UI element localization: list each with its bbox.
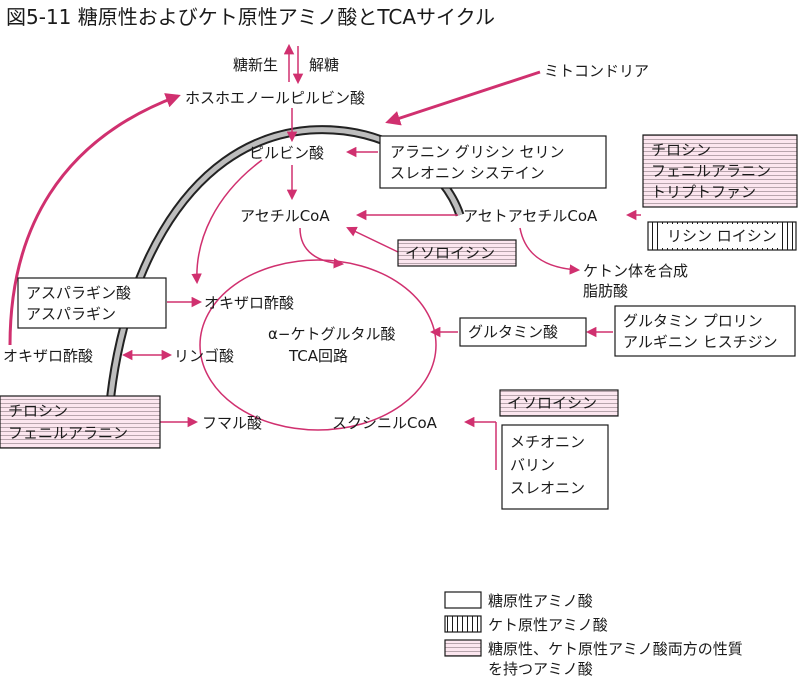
svg-text:スレオニン: スレオニン [510,479,585,497]
svg-text:チロシン: チロシン [8,402,68,420]
box-ile-bottom: イソロイシン [499,389,619,417]
svg-text:糖原性、ケト原性アミノ酸両方の性質: 糖原性、ケト原性アミノ酸両方の性質 [488,640,743,658]
box-ile-top: イソロイシン [397,239,517,267]
arrow-ketone [519,227,581,275]
svg-text:グルタミン プロリン: グルタミン プロリン [623,312,763,330]
box-glutamate: グルタミン酸 [459,317,587,347]
svg-text:糖原性アミノ酸: 糖原性アミノ酸 [488,592,593,610]
label-mitochondria: ミトコンドリア [544,62,649,80]
arrow-pyruvate-oxaloacetate [191,159,263,285]
label-acetyl-coa: アセチルCoA [240,207,330,225]
svg-text:イソロイシン: イソロイシン [405,244,495,262]
box-tyr-group: チロシン フェニルアラニン トリプトファン [642,134,798,208]
svg-text:グルタミン酸: グルタミン酸 [468,323,558,341]
svg-text:ケト原性アミノ酸: ケト原性アミノ酸 [488,616,608,634]
label-acetoacetyl-coa: アセトアセチルCoA [463,207,598,225]
label-fatty-acid: 脂肪酸 [583,282,628,300]
label-oxaloacetate-cytosol: オキザロ酢酸 [3,347,93,365]
svg-text:フェニルアラニン: フェニルアラニン [8,424,128,442]
legend-item-ketogenic: ケト原性アミノ酸 [444,615,608,634]
svg-text:アスパラギン: アスパラギン [26,305,116,323]
svg-text:フェニルアラニン: フェニルアラニン [651,162,771,180]
legend-item-dual: 糖原性、ケト原性アミノ酸両方の性質 を持つアミノ酸 [444,639,743,678]
legend: 糖原性アミノ酸 ケト原性アミノ酸 糖原性、ケト原性アミノ酸両方の性質 を持つアミ… [444,591,743,678]
svg-text:バリン: バリン [510,456,555,474]
arrow-mitochondria [385,70,541,126]
box-ala-group: アラニン グリシン セリン スレオニン システイン [379,135,607,189]
label-pep: ホスホエノールピルビン酸 [185,89,365,107]
label-akg: α−ケトグルタル酸 [268,325,395,343]
svg-text:イソロイシン: イソロイシン [507,394,597,412]
label-fumarate: フマル酸 [202,414,262,432]
svg-text:アスパラギン酸: アスパラギン酸 [26,284,131,302]
svg-text:チロシン: チロシン [651,141,711,159]
figure-title: 図5-11 糖原性およびケト原性アミノ酸とTCAサイクル [6,5,495,29]
label-malate: リンゴ酸 [174,347,234,365]
svg-text:アルギニン ヒスチジン: アルギニン ヒスチジン [623,333,778,351]
tca-cycle-ring [199,259,437,431]
svg-text:を持つアミノ酸: を持つアミノ酸 [488,660,593,678]
svg-text:アラニン グリシン セリン: アラニン グリシン セリン [390,143,565,161]
svg-text:メチオニン: メチオニン [510,433,585,451]
box-met-group: メチオニン バリン スレオニン [501,424,609,510]
box-lys-group: リシン ロイシン [647,221,797,251]
svg-text:リシン ロイシン: リシン ロイシン [667,227,777,245]
svg-text:スレオニン システイン: スレオニン システイン [390,164,545,182]
label-gluconeogenesis: 糖新生 [233,56,278,74]
arrow-acetylcoa-cycle [299,227,345,269]
label-ketone: ケトン体を合成 [583,262,688,280]
label-tca: TCA回路 [288,347,348,365]
svg-text:トリプトファン: トリプトファン [651,183,756,201]
label-oxaloacetate: オキザロ酢酸 [204,294,294,312]
box-asp-group: アスパラギン酸 アスパラギン [17,277,167,329]
legend-item-glucogenic: 糖原性アミノ酸 [444,591,593,610]
label-succinyl-coa: スクシニルCoA [332,414,438,432]
label-pyruvate: ピルビン酸 [249,144,324,162]
box-tyr-bottom: チロシン フェニルアラニン [0,395,161,449]
label-glycolysis: 解糖 [309,56,339,74]
arrow-ile-acetylcoa [346,226,399,253]
box-gln-group: グルタミン プロリン アルギニン ヒスチジン [614,305,796,357]
arrow-oaa-pep [8,93,181,346]
